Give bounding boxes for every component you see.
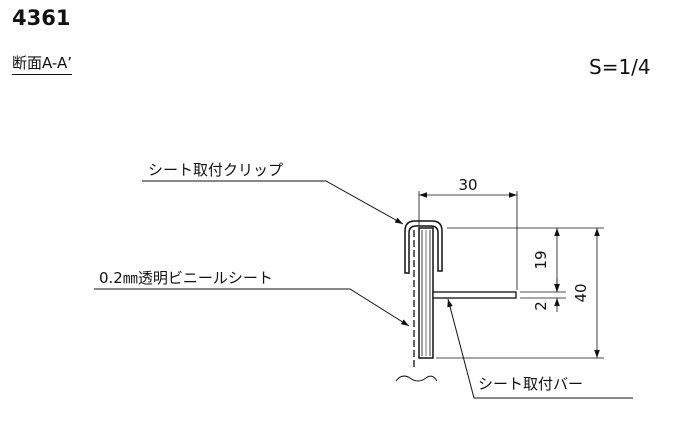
section-label: 断面A-A’ bbox=[12, 54, 73, 75]
break-mark bbox=[395, 375, 438, 382]
total-height-value: 40 bbox=[572, 283, 590, 302]
clip-shape bbox=[404, 220, 443, 274]
bar-horizontal-leg bbox=[432, 291, 517, 299]
bar-callout-label: シート取付バー bbox=[478, 375, 583, 393]
sheet-callout: 0.2㎜透明ビニールシート bbox=[94, 269, 410, 327]
scale-label: S=1/4 bbox=[589, 55, 651, 79]
bar-thickness-dimension: 2 bbox=[532, 278, 560, 312]
upper-height-value: 19 bbox=[532, 250, 550, 269]
upper-height-dimension: 19 bbox=[532, 228, 560, 292]
sheet-callout-label: 0.2㎜透明ビニールシート bbox=[99, 269, 273, 287]
sheet-leader-line bbox=[94, 288, 410, 327]
clip-leader-line bbox=[142, 180, 404, 225]
total-height-dimension: 40 bbox=[572, 228, 600, 358]
clip-callout-label: シート取付クリップ bbox=[148, 161, 283, 179]
clip-callout: シート取付クリップ bbox=[142, 161, 404, 225]
drawing-number: 4361 bbox=[12, 6, 71, 30]
bar-thickness-value: 2 bbox=[532, 301, 550, 311]
width-dimension-value: 30 bbox=[458, 176, 477, 194]
bar-leader-line bbox=[447, 298, 633, 399]
width-dimension: 30 bbox=[418, 176, 518, 290]
bar-callout: シート取付バー bbox=[447, 298, 633, 399]
